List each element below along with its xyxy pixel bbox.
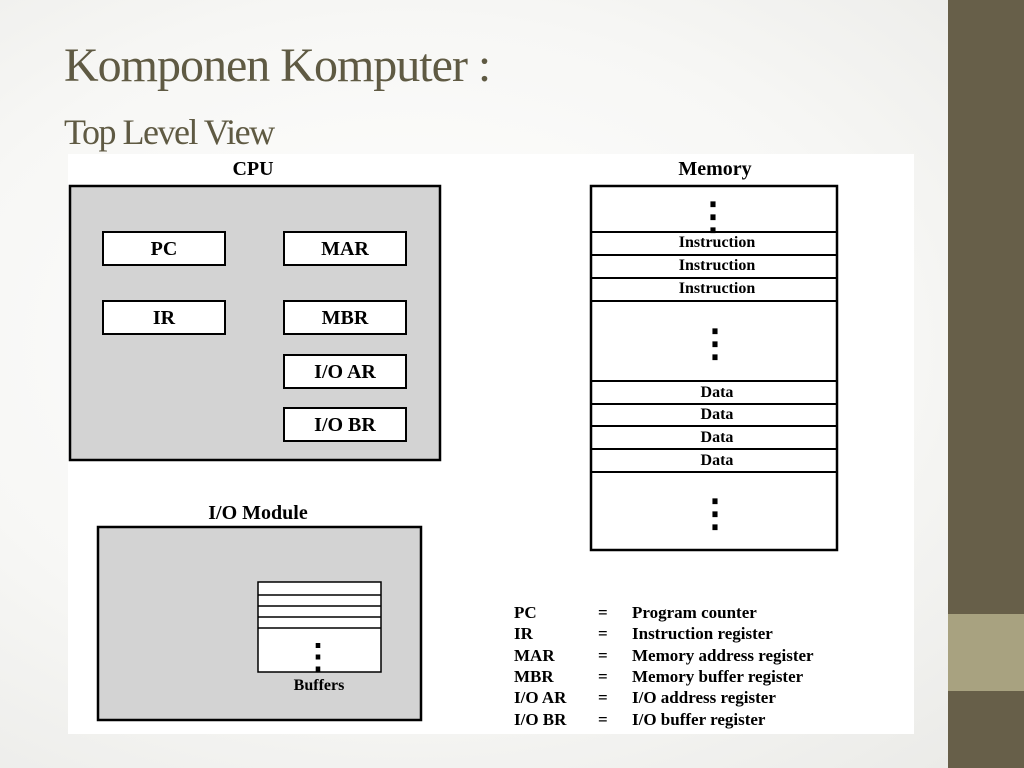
register-mbr (283, 300, 407, 335)
memory-row-instruction: Instruction (679, 257, 756, 274)
legend-equals: = (598, 603, 608, 622)
buffers-stack (257, 581, 382, 673)
slide-title: Komponen Komputer : (64, 39, 491, 92)
legend-meaning: Instruction register (632, 624, 773, 643)
register-mar-label: MAR (321, 238, 369, 260)
slide-subtitle: Top Level View (64, 112, 275, 152)
register-pc (102, 231, 226, 266)
legend: PC = Program counter IR = Instruction re… (514, 603, 814, 729)
legend-meaning: Memory address register (632, 646, 814, 665)
legend-abbr: IR (514, 624, 534, 643)
memory-block: Memory ⋮ Instruction Instruction Instruc… (589, 158, 839, 552)
legend-meaning: Program counter (632, 603, 757, 622)
buffers-ellipsis: ⋮ (301, 639, 335, 676)
memory-row-data: Data (701, 384, 734, 401)
register-io-br-label: I/O BR (314, 414, 376, 436)
cpu-title: CPU (232, 158, 273, 180)
memory-row-instruction: Instruction (679, 280, 756, 297)
buffers-label: Buffers (294, 677, 345, 694)
legend-equals: = (598, 624, 608, 643)
register-mar (283, 231, 407, 266)
legend-meaning: I/O address register (632, 688, 776, 707)
legend-meaning: I/O buffer register (632, 710, 766, 729)
legend-meaning: Memory buffer register (632, 667, 804, 686)
register-io-ar-label: I/O AR (314, 361, 376, 383)
sidebar-accent (948, 614, 1024, 691)
memory-ellipsis-bottom: ⋮ (696, 493, 734, 535)
register-io-br (283, 407, 407, 442)
legend-abbr: MAR (514, 646, 555, 665)
memory-title: Memory (678, 158, 751, 180)
legend-equals: = (598, 667, 608, 686)
memory-row-data: Data (701, 406, 734, 423)
legend-abbr: I/O AR (514, 688, 567, 707)
io-module-block: I/O Module ⋮ Buffers (96, 502, 423, 722)
memory-row-data: Data (701, 452, 734, 469)
register-pc-label: PC (151, 238, 178, 260)
register-ir (102, 300, 226, 335)
legend-equals: = (598, 646, 608, 665)
legend-equals: = (598, 710, 608, 729)
memory-ellipsis-middle: ⋮ (696, 323, 734, 365)
legend-abbr: I/O BR (514, 710, 567, 729)
computer-diagram: CPU PC MAR IR MBR I/O AR I/O BR I/O Modu… (68, 154, 914, 734)
memory-box (589, 184, 839, 552)
io-module-title: I/O Module (208, 502, 308, 524)
register-io-ar (283, 354, 407, 389)
legend-abbr: MBR (514, 667, 554, 686)
memory-row-data: Data (701, 429, 734, 446)
legend-equals: = (598, 688, 608, 707)
memory-row-instruction: Instruction (679, 234, 756, 251)
register-ir-label: IR (153, 307, 176, 329)
legend-abbr: PC (514, 603, 537, 622)
register-mbr-label: MBR (322, 307, 369, 329)
cpu-block: CPU PC MAR IR MBR I/O AR I/O BR (68, 158, 442, 462)
